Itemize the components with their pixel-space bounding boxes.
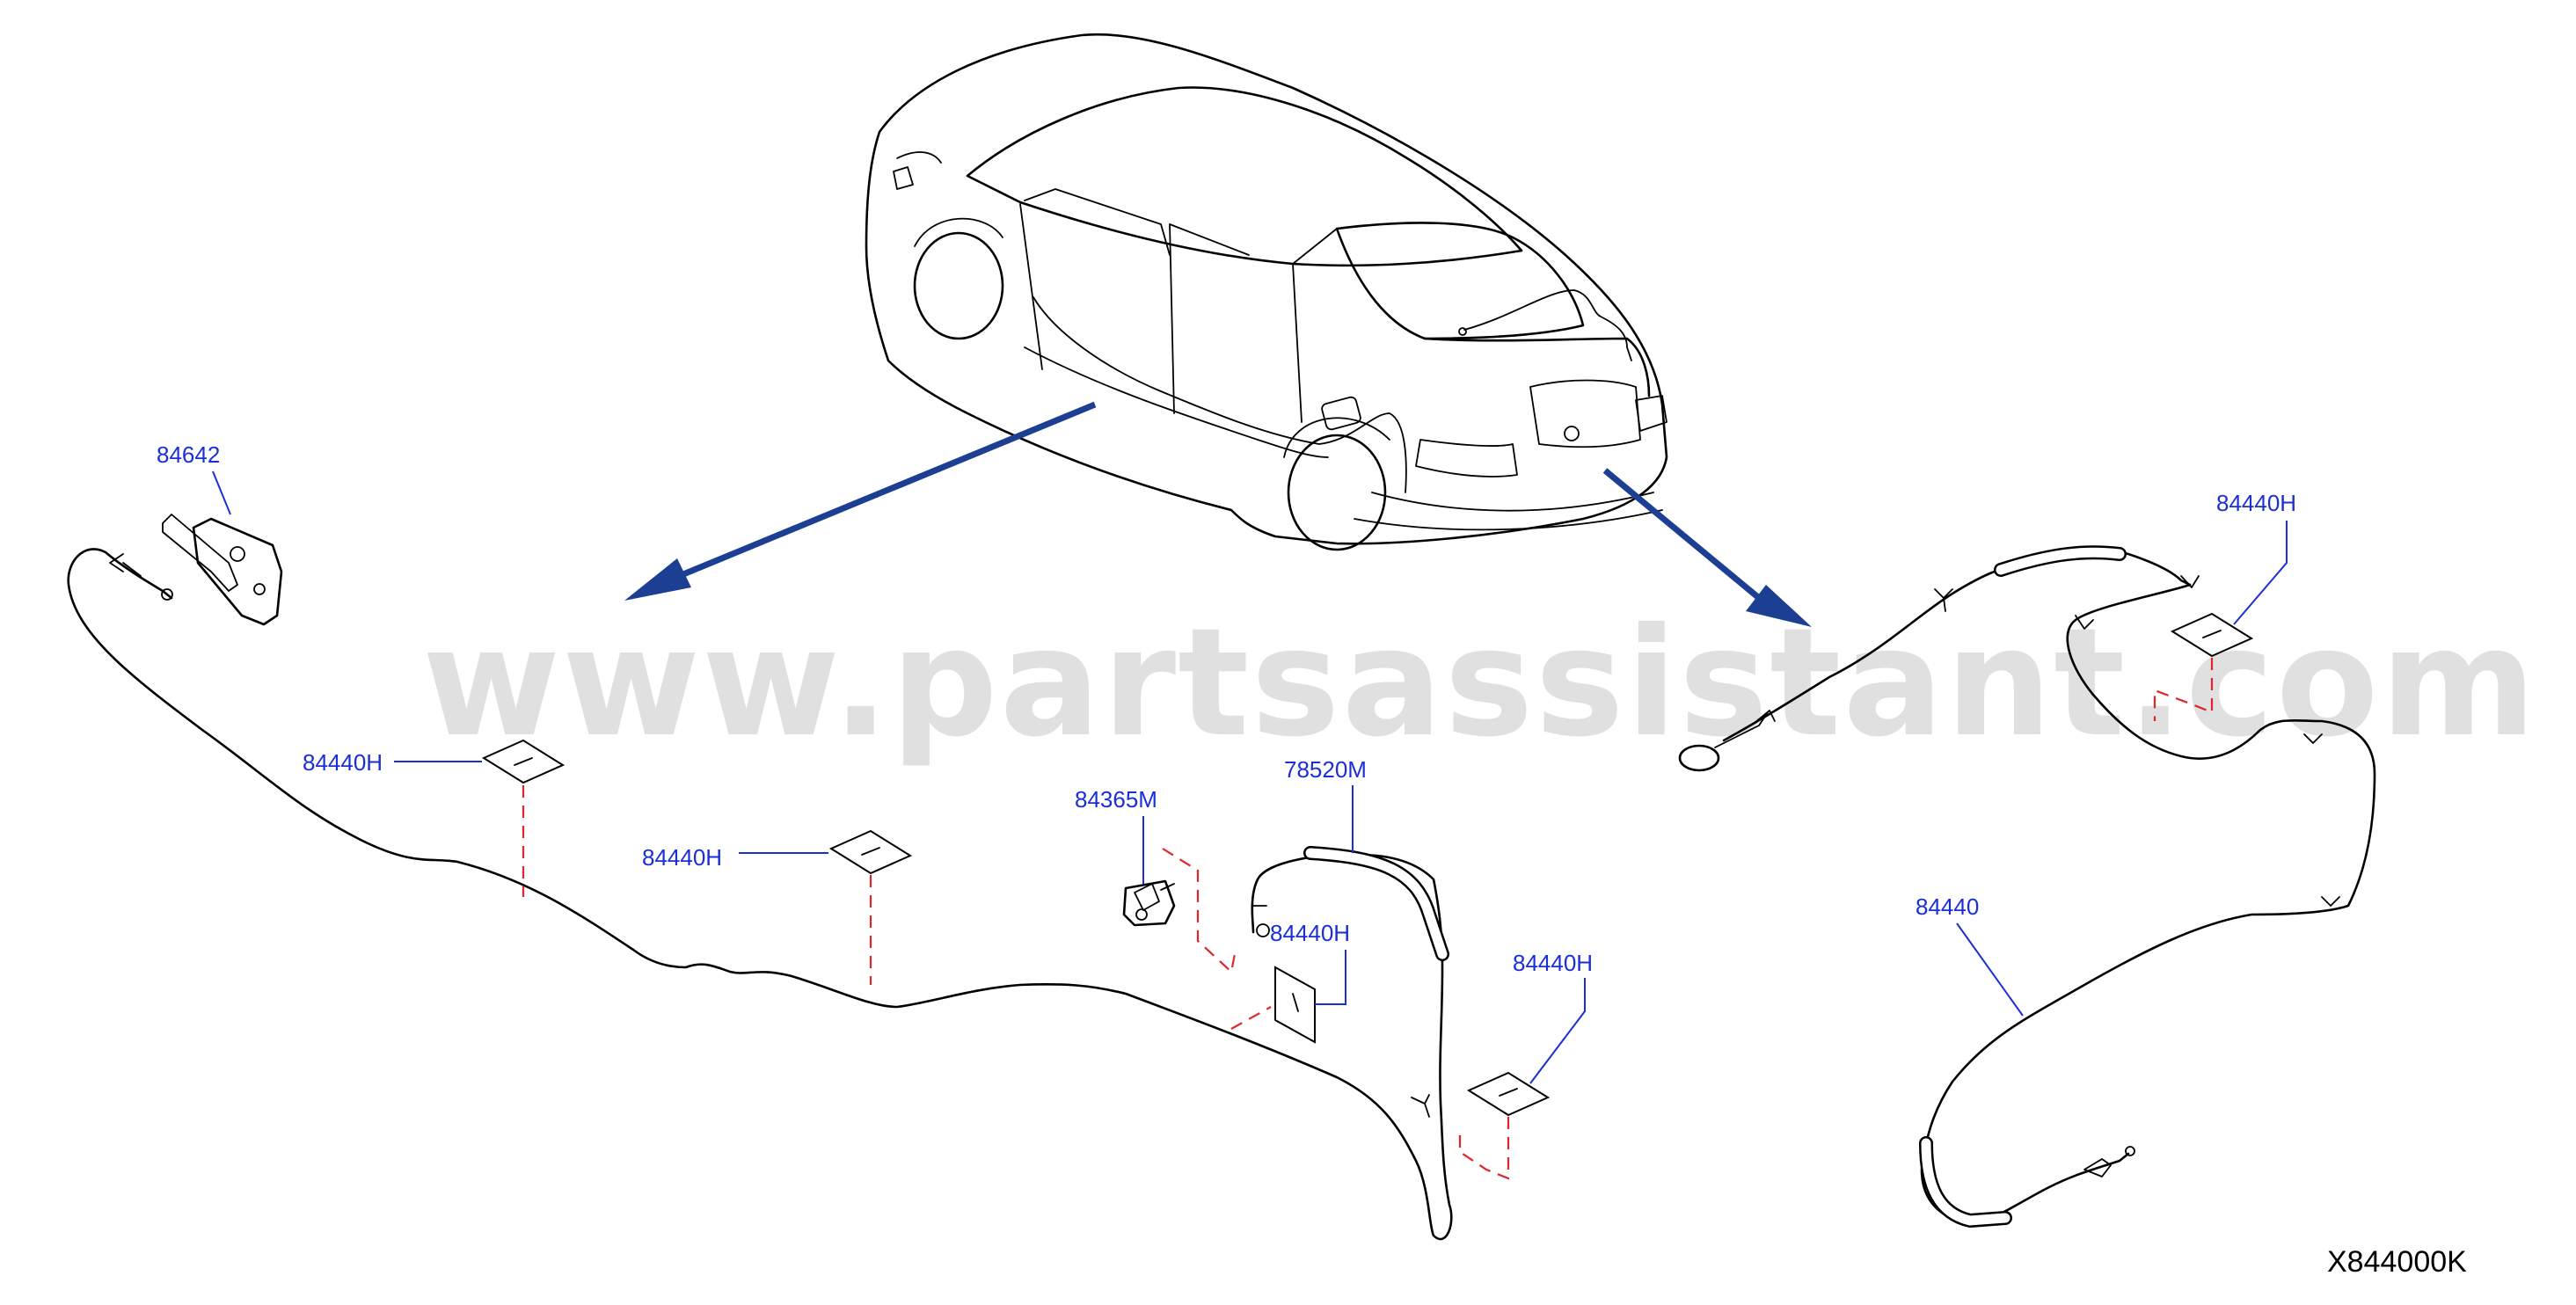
svg-text:84440H: 84440H <box>2216 490 2296 516</box>
pad-84440H-c <box>1274 966 1316 1044</box>
pad-84440H-b <box>828 829 913 875</box>
label-84440H-b: 84440H <box>642 844 828 871</box>
label-84440H-c: 84440H <box>1270 920 1350 1005</box>
svg-text:84440H: 84440H <box>1513 950 1593 976</box>
pad-84440H-d <box>1466 1071 1551 1117</box>
left-direction-arrow <box>624 401 1097 601</box>
svg-text:84365M: 84365M <box>1075 786 1157 813</box>
opener-switch-part <box>1122 879 1176 927</box>
left-cable-assembly <box>67 548 1453 1241</box>
svg-text:84440H: 84440H <box>642 844 722 871</box>
watermark-text: www.partsassistant.com <box>422 596 2538 770</box>
label-84365M: 84365M <box>1075 786 1157 884</box>
label-84642: 84642 <box>157 441 231 515</box>
label-84440H-a: 84440H <box>303 749 482 776</box>
diagram-code: X844000K <box>2327 1245 2467 1279</box>
right-cable-assembly <box>1678 545 2376 1228</box>
label-84440: 84440 <box>1916 893 2024 1017</box>
vehicle-illustration <box>865 33 1668 551</box>
right-direction-arrow <box>1602 468 1812 627</box>
pad-84440H-e <box>2170 612 2254 658</box>
svg-text:78520M: 78520M <box>1284 756 1367 783</box>
svg-text:84440H: 84440H <box>1270 920 1350 946</box>
release-handle-part <box>162 514 283 626</box>
svg-text:84440H: 84440H <box>303 749 383 776</box>
label-78520M: 78520M <box>1284 756 1367 853</box>
label-84440H-d: 84440H <box>1513 950 1593 1084</box>
label-84440H-e: 84440H <box>2216 490 2296 625</box>
svg-text:84642: 84642 <box>157 441 220 468</box>
svg-text:84440: 84440 <box>1916 893 1979 920</box>
